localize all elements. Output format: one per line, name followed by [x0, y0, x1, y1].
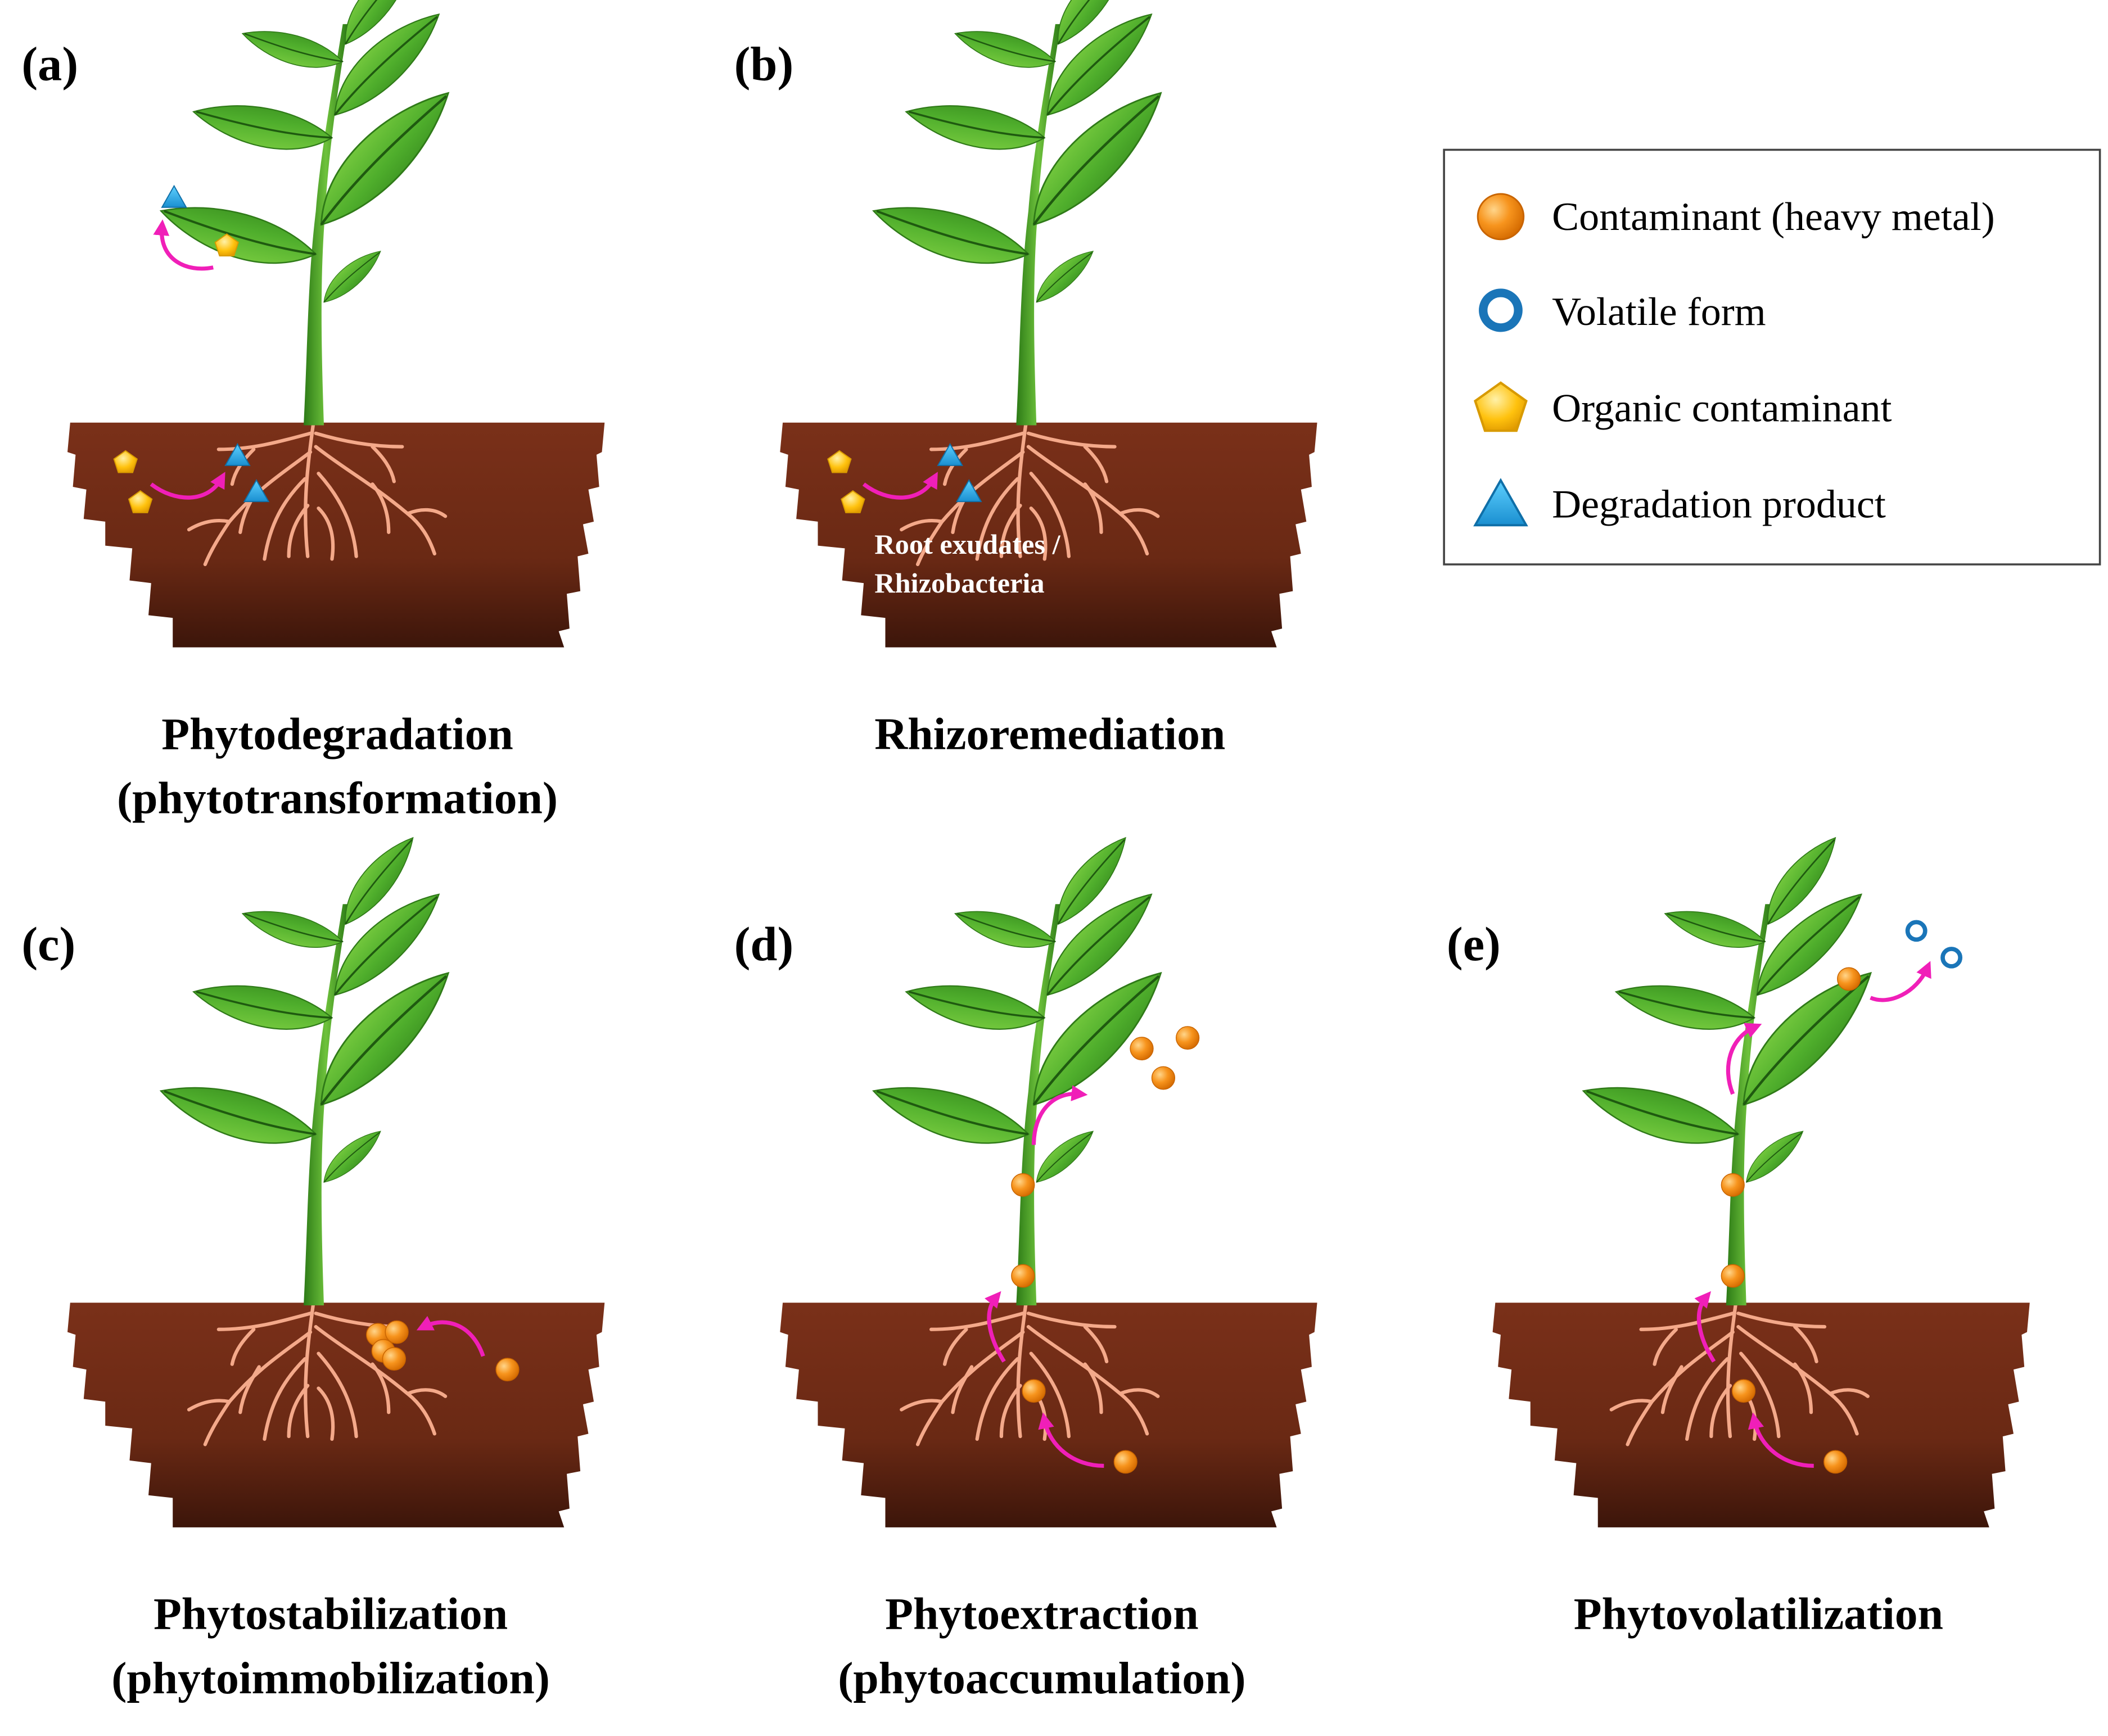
legend-box: [1443, 148, 2101, 566]
contaminant-heavy-metal-marker: [1721, 1173, 1745, 1197]
soil-block: [1492, 1303, 2030, 1527]
panel-label: (c): [21, 917, 75, 971]
degradation-arrow: [862, 472, 938, 500]
contaminant-heavy-metal-marker: [1731, 1379, 1756, 1403]
transform-arrow: [153, 219, 214, 271]
panel-subtitle: (phytotransformation): [117, 773, 558, 824]
panel-label: (b): [734, 37, 794, 91]
legend-label: Volatile form: [1552, 289, 1766, 334]
legend-label: Contaminant (heavy metal): [1552, 194, 1995, 239]
immobilization-arrow: [416, 1315, 485, 1357]
panel-title: Rhizoremediation: [874, 709, 1225, 760]
translocation-arrow: [985, 1291, 1006, 1363]
panel-title: Phytodegradation: [161, 709, 513, 760]
panel-subtitle: (phytoaccumulation): [838, 1653, 1245, 1703]
soil-note-line: Root exudates /: [874, 528, 1060, 560]
legend-label: Organic contaminant: [1552, 386, 1892, 431]
contaminant-heavy-metal-marker: [1837, 967, 1861, 991]
panel-c: (c) Phytostabilization (phytoimmobilizat…: [21, 834, 605, 1703]
legend-label: Degradation product: [1552, 482, 1886, 527]
soil-note-line: Rhizobacteria: [874, 567, 1044, 599]
contaminant-heavy-metal-marker: [1130, 1037, 1154, 1061]
panel-a: (a) Phytodegradation (phytotransformatio…: [21, 0, 605, 824]
contaminant-heavy-metal-marker: [1011, 1173, 1035, 1197]
soil-block: [67, 1303, 605, 1527]
uptake-arrow: [1748, 1412, 1814, 1468]
degradation-product-marker: [161, 185, 187, 208]
soil-block: [67, 422, 605, 648]
volatilization-arrow: [1870, 961, 1931, 1002]
contaminant-heavy-metal-marker: [1151, 1066, 1176, 1090]
panel-b: Root exudates / Rhizobacteria (b) Rhizor…: [734, 0, 1317, 759]
panel-e: (e) Phytovolatilization: [1447, 834, 2030, 1639]
uptake-arrow: [1038, 1412, 1104, 1468]
contaminant-heavy-metal-marker: [1823, 1450, 1848, 1474]
plant: [157, 0, 476, 426]
panel-label: (a): [21, 37, 78, 91]
contaminant-heavy-metal-marker: [1022, 1379, 1046, 1403]
translocation-arrow: [1726, 1023, 1762, 1095]
panel-label: (e): [1447, 917, 1501, 971]
contaminant-heavy-metal-marker: [1721, 1264, 1745, 1288]
plant: [1579, 834, 1898, 1305]
uptake-arrow: [150, 472, 225, 500]
translocation-arrow: [1031, 1085, 1088, 1145]
panel-title: Phytovolatilization: [1574, 1589, 1943, 1639]
panel-title: Phytostabilization: [154, 1589, 508, 1639]
contaminant-heavy-metal-marker: [1175, 1026, 1200, 1050]
volatile-form-marker: [1943, 949, 1960, 966]
plant: [157, 834, 476, 1305]
contaminant-heavy-metal-marker: [495, 1358, 520, 1382]
volatile-form-marker: [1908, 922, 1925, 939]
soil-block: [780, 1303, 1317, 1527]
panel-label: (d): [734, 917, 794, 971]
panel-subtitle: (phytoimmobilization): [111, 1653, 550, 1703]
volatile-form-icon: [1483, 293, 1518, 328]
plant: [870, 0, 1188, 426]
panel-title: Phytoextraction: [885, 1589, 1198, 1639]
translocation-arrow: [1694, 1291, 1716, 1363]
panel-d: (d) Phytoextraction (phytoaccumulation): [734, 834, 1317, 1703]
contaminant-heavy-metal-marker: [382, 1347, 406, 1371]
contaminant-heavy-metal-marker: [1113, 1450, 1137, 1474]
contaminant-heavy-metal-icon: [1477, 193, 1525, 241]
plant: [870, 834, 1188, 1305]
contaminant-heavy-metal-marker: [385, 1320, 409, 1344]
contaminant-heavy-metal-marker: [1011, 1264, 1035, 1288]
legend: Contaminant (heavy metal) Volatile form …: [1443, 148, 2101, 566]
